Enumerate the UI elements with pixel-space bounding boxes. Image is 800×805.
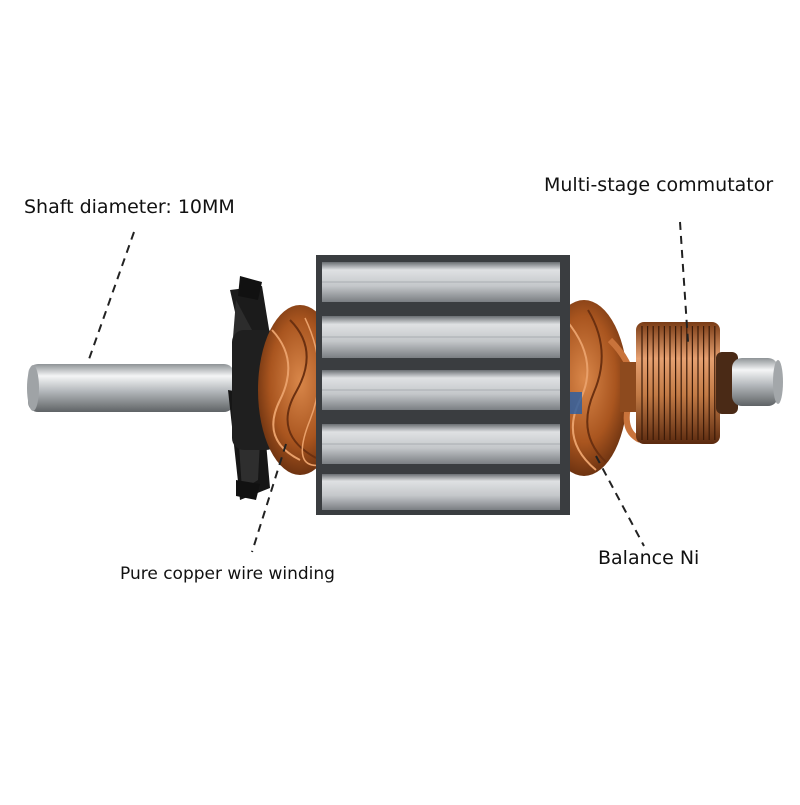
commutator-label: Multi-stage commutator (544, 174, 774, 196)
leader-lines (87, 221, 689, 553)
shaft-end (716, 352, 783, 414)
shaft-leader-line (87, 231, 135, 363)
winding-leader-line (251, 443, 287, 553)
commutator (636, 322, 720, 444)
shaft (27, 364, 234, 412)
shaft-diameter-label: Shaft diameter: 10MM (24, 196, 235, 218)
commutator-leader-line (679, 221, 689, 343)
winding-label: Pure copper wire winding (120, 564, 335, 584)
balance-leader-line (595, 455, 645, 547)
laminated-core (316, 255, 570, 515)
balance-label: Balance Ni (598, 547, 700, 569)
